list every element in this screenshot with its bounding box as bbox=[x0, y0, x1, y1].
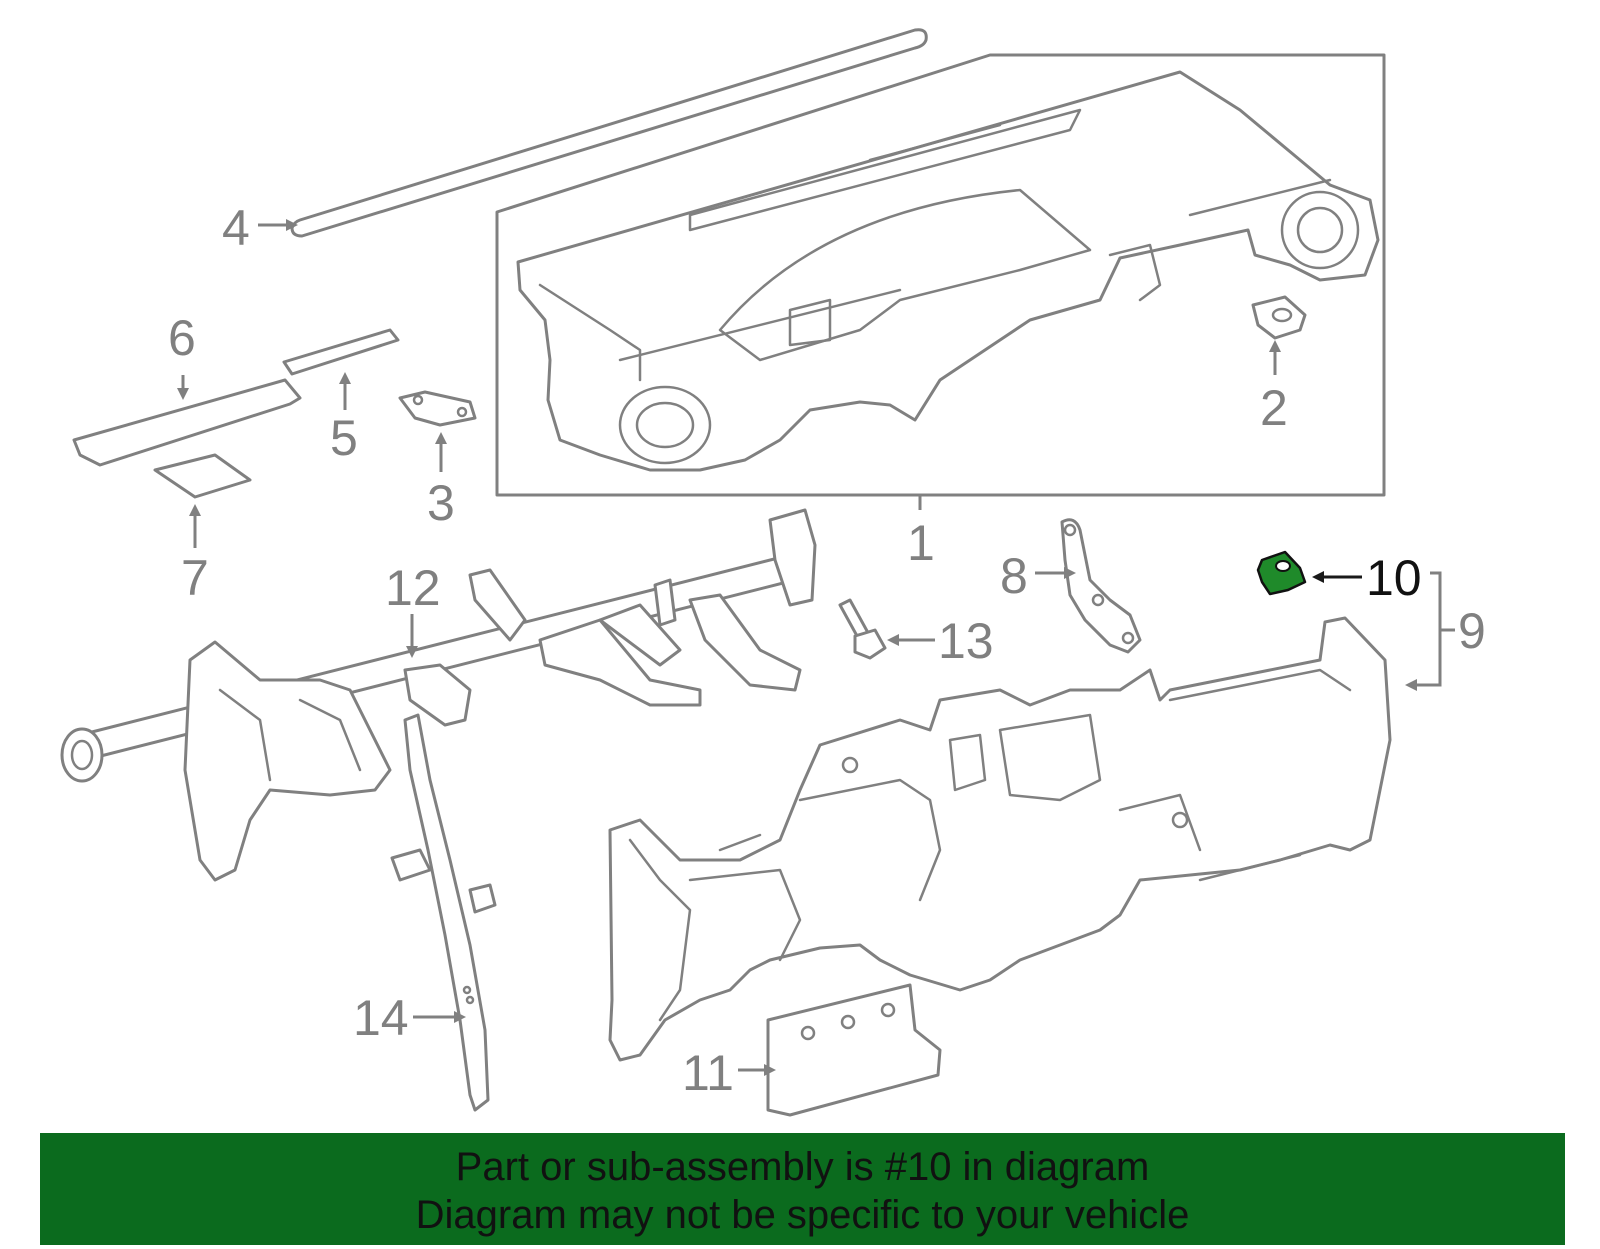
callout-7: 7 bbox=[181, 550, 209, 606]
part-6-pad bbox=[72, 378, 302, 467]
callout-13: 13 bbox=[938, 613, 994, 669]
callout-9: 9 bbox=[1458, 603, 1486, 659]
callout-2: 2 bbox=[1260, 380, 1288, 436]
part-10-clip bbox=[1256, 550, 1307, 596]
callout-5: 5 bbox=[330, 410, 358, 466]
callout-12: 12 bbox=[385, 560, 441, 616]
callout-10: 10 bbox=[1366, 550, 1422, 606]
callout-6: 6 bbox=[168, 310, 196, 366]
part-2-clip bbox=[1251, 295, 1307, 340]
part-14-brace bbox=[390, 713, 497, 1112]
part-1-instrument-panel bbox=[495, 53, 1386, 497]
leader-lines bbox=[177, 219, 1455, 1076]
banner-line-2: Diagram may not be specific to your vehi… bbox=[415, 1193, 1190, 1237]
part-5-strip bbox=[282, 328, 400, 376]
part-3-bracket bbox=[398, 390, 477, 427]
part-9-lower-panel bbox=[608, 616, 1392, 1062]
callout-11: 11 bbox=[682, 1045, 734, 1101]
callout-labels: 4 6 5 3 7 2 1 12 13 8 10 9 14 11 bbox=[168, 200, 1486, 1101]
callout-4: 4 bbox=[222, 200, 250, 256]
part-12-beam bbox=[60, 508, 817, 882]
part-8-bracket bbox=[1060, 518, 1142, 654]
part-7-pad bbox=[153, 453, 252, 499]
banner-line-1: Part or sub-assembly is #10 in diagram bbox=[455, 1145, 1150, 1189]
callout-3: 3 bbox=[427, 475, 455, 531]
info-banner: Part or sub-assembly is #10 in diagram D… bbox=[40, 1133, 1565, 1245]
callout-1: 1 bbox=[907, 515, 935, 571]
part-11-panel bbox=[766, 983, 942, 1117]
callout-8: 8 bbox=[1000, 548, 1028, 604]
part-13-bolt bbox=[838, 598, 887, 660]
callout-14: 14 bbox=[353, 990, 409, 1046]
